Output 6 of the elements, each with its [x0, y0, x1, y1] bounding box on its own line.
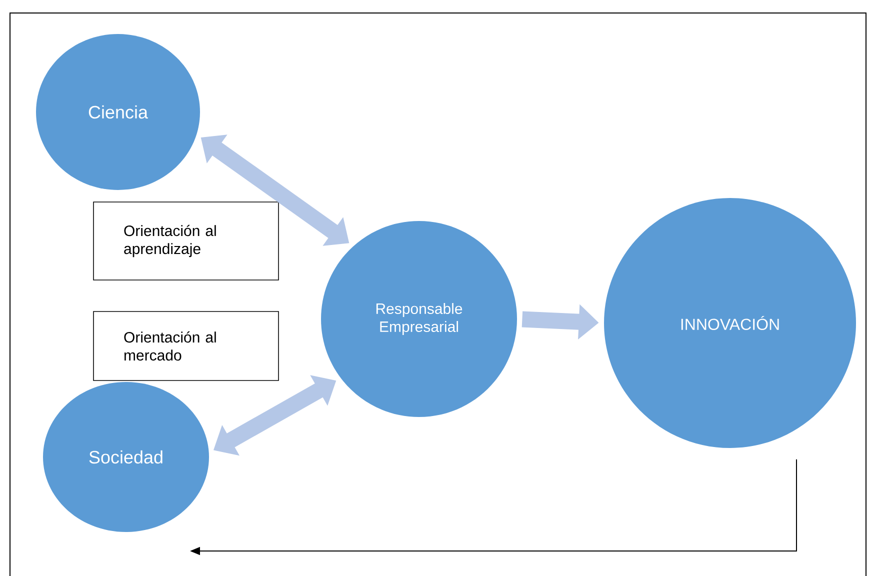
- text-box: Orientación al mercado: [93, 311, 279, 381]
- circle-node: INNOVACIÓN: [604, 198, 856, 448]
- text-box: Orientación al aprendizaje: [93, 202, 279, 280]
- circle-node: Sociedad: [43, 382, 209, 532]
- circle-node: Ciencia: [36, 34, 200, 190]
- circle-node: Responsable Empresarial: [321, 221, 517, 417]
